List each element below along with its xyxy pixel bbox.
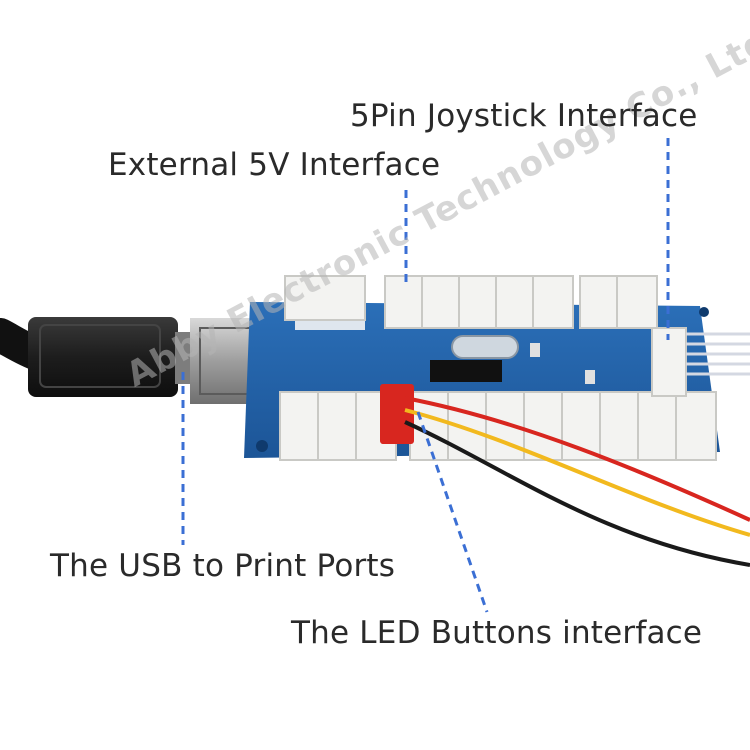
crystal	[451, 335, 519, 359]
label-joystick-interface: 5Pin Joystick Interface	[350, 98, 698, 134]
usb-plug-body	[28, 317, 178, 397]
label-external-5v: External 5V Interface	[108, 147, 441, 183]
led-plug	[380, 384, 414, 444]
label-led-buttons: The LED Buttons interface	[291, 615, 703, 651]
led-wires	[380, 384, 750, 567]
chip	[430, 360, 502, 382]
leader-led	[416, 411, 489, 613]
leader-lines	[181, 138, 670, 613]
top-connectors	[284, 275, 658, 329]
label-usb-ports: The USB to Print Ports	[50, 548, 396, 584]
bottom-connectors	[279, 391, 717, 461]
